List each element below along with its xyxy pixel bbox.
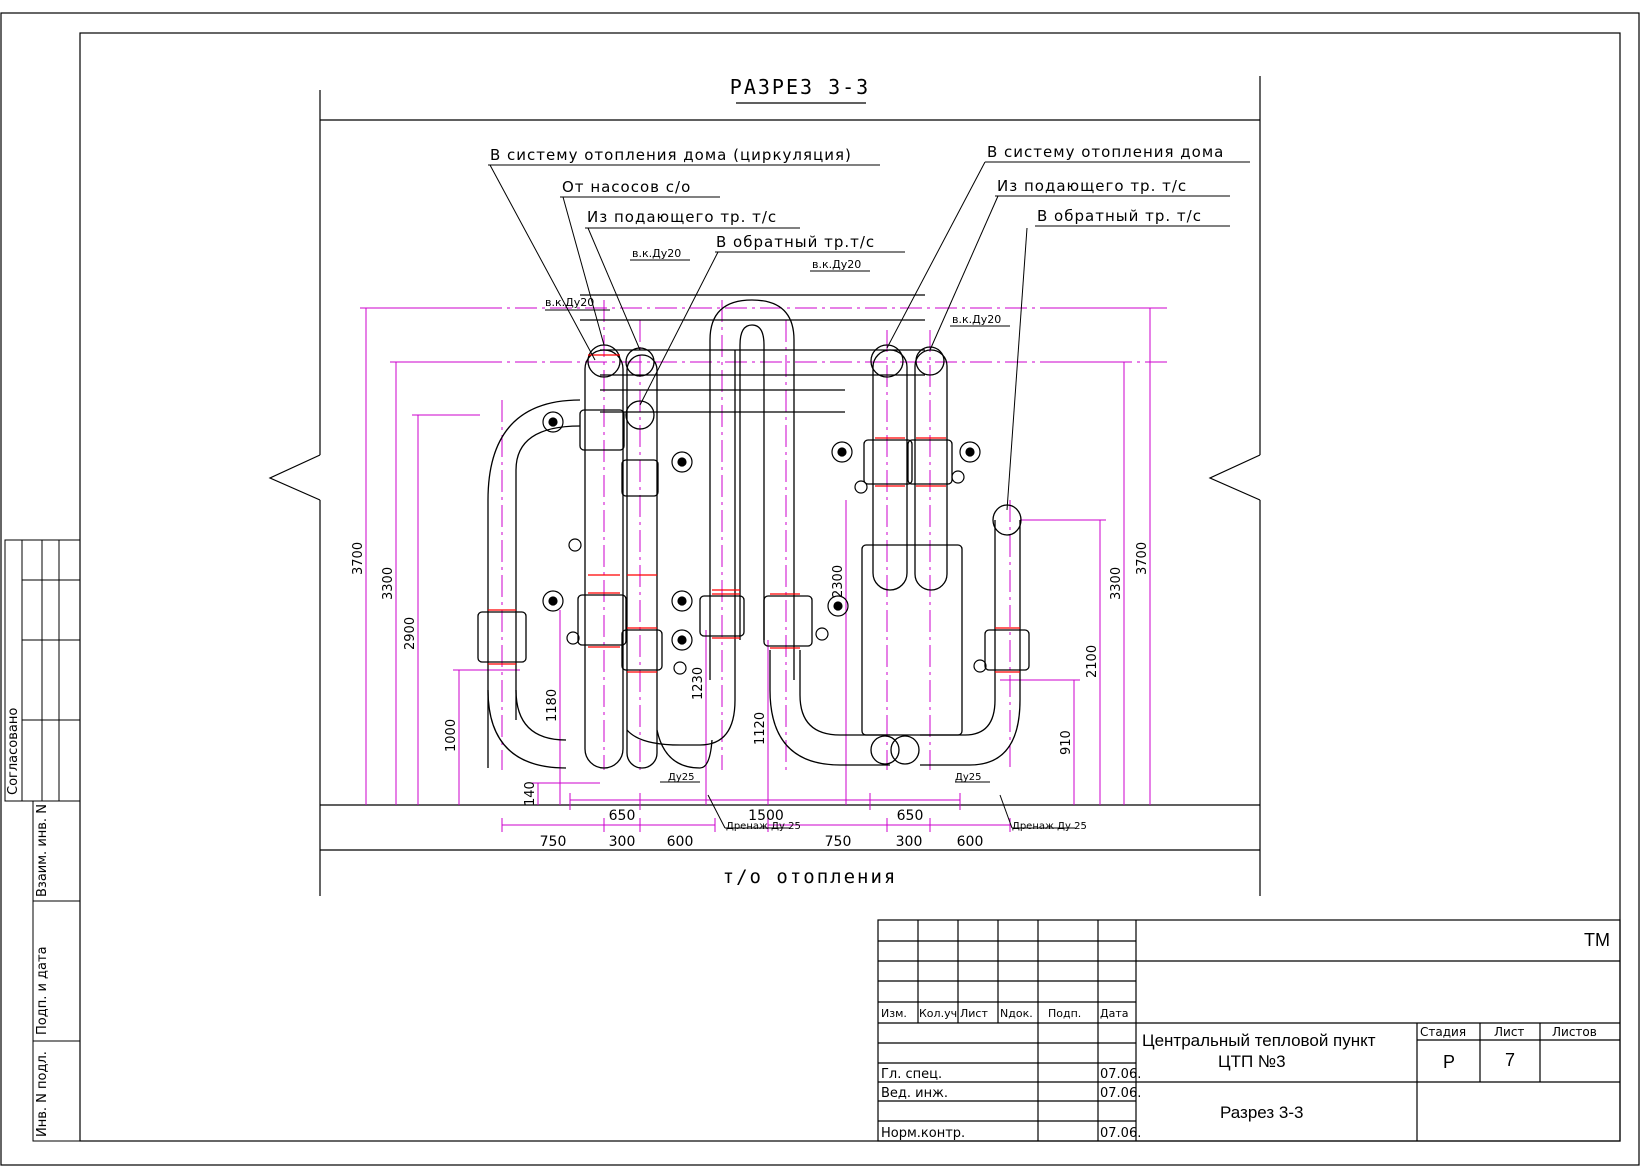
sheets-label: Листов <box>1552 1025 1597 1039</box>
drain-texts: Ду25 Ду25 Дренаж Ду 25 Дренаж Ду 25 <box>668 772 1087 832</box>
dim-300-a: 300 <box>609 834 636 850</box>
side-stamp <box>4 539 81 1142</box>
stamp-inv-orig: Инв. N подл. <box>35 1051 50 1137</box>
hdr-podp: Подп. <box>1048 1007 1081 1020</box>
dim-3300-left: 3300 <box>381 567 396 600</box>
row-role-1: Гл. спец. <box>881 1067 942 1082</box>
sheet-label: Лист <box>1494 1025 1524 1039</box>
dim-2300: 2300 <box>831 565 846 598</box>
dim-1000-left: 1000 <box>444 719 459 752</box>
dimension-lines <box>360 300 1170 832</box>
gauge-icon <box>671 629 693 651</box>
valve-label-2: в.к.Ду20 <box>812 258 861 271</box>
dim-650-a: 650 <box>609 808 636 824</box>
dim-3700-right: 3700 <box>1135 542 1150 575</box>
stamp-inv-vzaim: Взаим. инв. N <box>35 804 50 897</box>
callout-left-return: В обратный тр.т/с <box>716 233 875 251</box>
dy25-left: Ду25 <box>668 772 694 783</box>
floor-caption: т/о отопления <box>723 866 898 888</box>
dim-3700-left: 3700 <box>351 542 366 575</box>
gauge-icon <box>854 480 868 494</box>
callout-left-circ: В систему отопления дома (циркуляция) <box>490 146 852 164</box>
vertical-dimension-texts: 3700 3300 2900 1000 1180 1230 1120 140 2… <box>351 542 1150 806</box>
dim-1120: 1120 <box>753 712 768 745</box>
hdr-ndok: Nдок. <box>1000 1007 1033 1020</box>
callout-left-pumps: От насосов с/о <box>562 178 691 196</box>
dim-3300-right: 3300 <box>1109 567 1124 600</box>
gauge-icon <box>827 595 849 617</box>
gauge-icon <box>542 590 564 612</box>
gauge-icon <box>831 441 853 463</box>
stamp-sign-date: Подп. и дата <box>35 946 50 1035</box>
row-role-2: Вед. инж. <box>881 1086 948 1101</box>
section-title-group: РАЗРЕЗ 3-3 <box>730 75 870 104</box>
row-date-2: 07.06. <box>1100 1086 1141 1101</box>
title-block-texts: TM Изм. Кол.уч Лист Nдок. Подп. Дата Гл.… <box>881 930 1610 1141</box>
dim-750-a: 750 <box>540 834 567 850</box>
gauge-icon <box>951 470 965 484</box>
horizontal-dimension-texts: 650 1500 650 750 300 600 750 300 600 <box>540 808 984 850</box>
sheet-title: Разрез 3-3 <box>1220 1103 1303 1122</box>
dim-140: 140 <box>523 781 538 806</box>
sheet-frame <box>0 12 1640 1166</box>
dy25-right: Ду25 <box>955 772 981 783</box>
dim-1230: 1230 <box>691 667 706 700</box>
sheet-value: 7 <box>1505 1050 1515 1070</box>
dim-1180: 1180 <box>545 689 560 722</box>
dim-300-b: 300 <box>896 834 923 850</box>
dim-750-b: 750 <box>825 834 852 850</box>
callout-right-heat: В систему отопления дома <box>987 143 1224 161</box>
gauge-icon <box>973 659 987 673</box>
dim-2100-right: 2100 <box>1085 645 1100 678</box>
leader-lines <box>488 161 1250 829</box>
stage-label: Стадия <box>1420 1025 1466 1039</box>
flange-marks <box>488 354 1020 673</box>
gauge-symbols <box>542 411 987 675</box>
pipework <box>477 294 1030 769</box>
hdr-list: Лист <box>960 1007 988 1020</box>
drain-right: Дренаж Ду 25 <box>1012 821 1087 832</box>
dim-600-a: 600 <box>667 834 694 850</box>
gauge-icon <box>568 538 582 552</box>
callout-right-supply: Из подающего тр. т/с <box>997 177 1187 195</box>
dim-600-b: 600 <box>957 834 984 850</box>
stamp-approved: Согласовано <box>6 708 21 795</box>
dim-910-right: 910 <box>1059 730 1074 755</box>
stage-value: Р <box>1443 1052 1455 1072</box>
gauge-icon <box>815 627 829 641</box>
gauge-icon <box>673 661 687 675</box>
project-line-1: Центральный тепловой пункт <box>1142 1031 1376 1050</box>
row-date-3: 07.06. <box>1100 1126 1141 1141</box>
row-date-1: 07.06. <box>1100 1067 1141 1082</box>
section-title: РАЗРЕЗ 3-3 <box>730 75 870 99</box>
gauge-icon <box>566 631 580 645</box>
row-role-3: Норм.контр. <box>881 1126 965 1141</box>
gauge-icon <box>959 441 981 463</box>
callout-right-return: В обратный тр. т/с <box>1037 207 1202 225</box>
dim-650-b: 650 <box>897 808 924 824</box>
drain-left: Дренаж Ду 25 <box>726 821 801 832</box>
valve-label-3: в.к.Ду20 <box>952 313 1001 326</box>
dim-2900-left: 2900 <box>403 617 418 650</box>
hdr-izm: Изм. <box>881 1007 907 1020</box>
title-block <box>877 919 1621 1142</box>
hdr-data: Дата <box>1100 1007 1128 1020</box>
gauge-icon <box>542 411 564 433</box>
dim-1500: 1500 <box>748 808 784 824</box>
gauge-icon <box>671 451 693 473</box>
project-line-2: ЦТП №3 <box>1218 1052 1286 1071</box>
gauge-icon <box>671 590 693 612</box>
valve-texts: в.к.Ду20 в.к.Ду20 в.к.Ду20 в.к.Ду20 <box>545 247 1001 326</box>
room-section <box>268 76 1261 896</box>
doc-code: TM <box>1584 930 1610 950</box>
callout-texts: В систему отопления дома (циркуляция) От… <box>490 143 1224 251</box>
valve-label-1: в.к.Ду20 <box>632 247 681 260</box>
valve-label-4: в.к.Ду20 <box>545 296 594 309</box>
callout-left-supply: Из подающего тр. т/с <box>587 208 777 226</box>
hdr-koluch: Кол.уч <box>919 1007 957 1020</box>
side-stamp-labels: Согласовано Взаим. инв. N Подп. и дата И… <box>6 708 50 1137</box>
